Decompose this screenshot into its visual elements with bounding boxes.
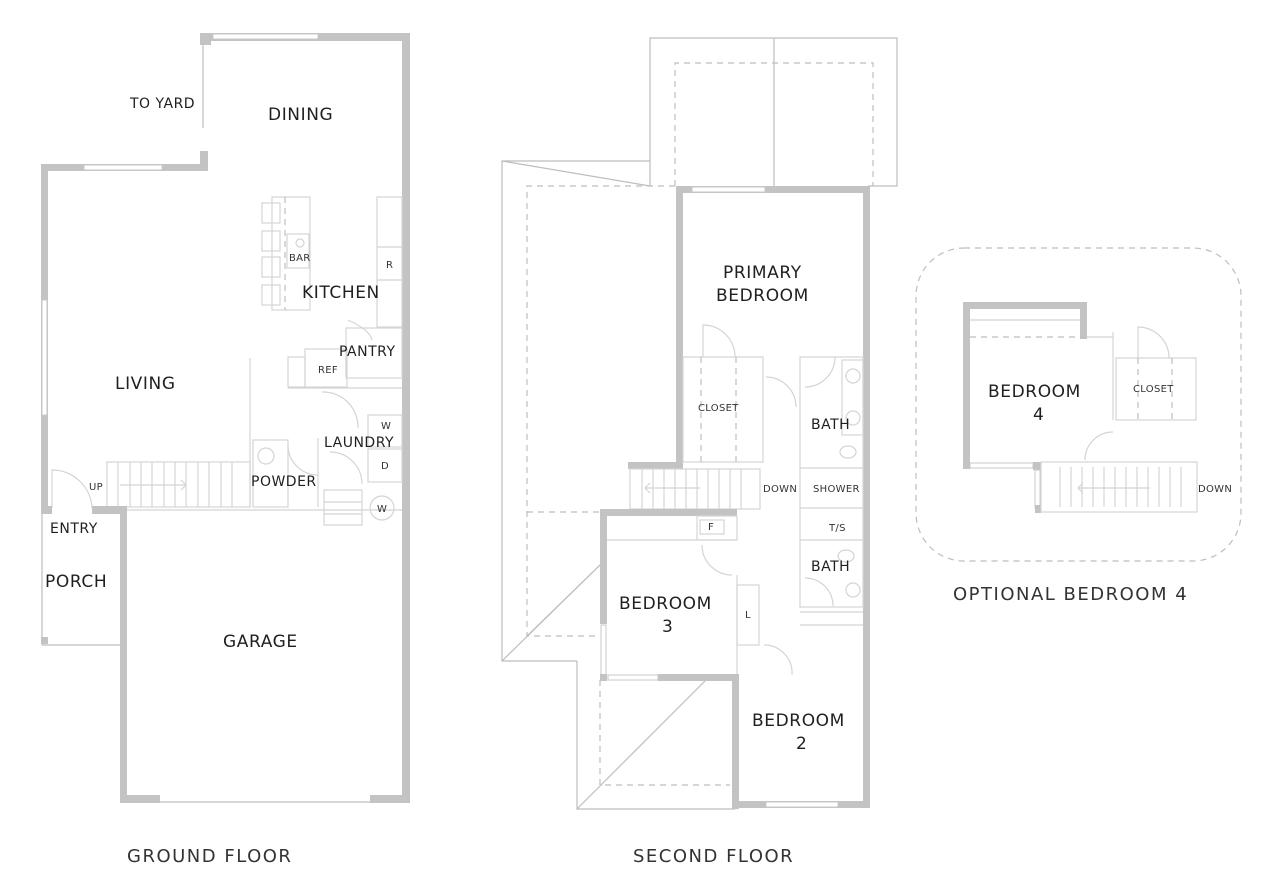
- label-porch: PORCH: [45, 572, 107, 592]
- window: [691, 186, 766, 193]
- label-bedroom4-1: BEDROOM: [988, 382, 1081, 402]
- bar-sink: [286, 233, 310, 269]
- bath-column: [799, 356, 864, 608]
- label-primary-bedroom-2: BEDROOM: [716, 286, 809, 306]
- label-laundry: LAUNDRY: [324, 435, 394, 451]
- wall: [732, 674, 739, 809]
- wall: [200, 33, 211, 45]
- label-closet: CLOSET: [698, 403, 739, 414]
- arrow-left-icon: [644, 482, 651, 494]
- stairs-landing: [323, 489, 363, 526]
- label-down: DOWN: [763, 484, 797, 495]
- caption-second-floor: SECOND FLOOR: [633, 846, 794, 867]
- closet: [1115, 357, 1197, 421]
- wall: [963, 302, 970, 469]
- window: [969, 462, 1034, 469]
- wall: [676, 186, 683, 468]
- caption-ground-floor: GROUND FLOOR: [127, 846, 292, 867]
- label-kitchen: KITCHEN: [302, 283, 380, 303]
- label-dryer: D: [381, 461, 389, 472]
- pantry: [345, 327, 403, 379]
- closet: [682, 356, 764, 463]
- label-water-heater: W: [377, 504, 387, 515]
- pantry-door-swing: [347, 319, 373, 341]
- label-bath-primary: BATH: [811, 417, 850, 433]
- toilet: [837, 549, 855, 563]
- label-washer: W: [381, 421, 391, 432]
- window: [765, 801, 839, 808]
- label-down: DOWN: [1198, 484, 1232, 495]
- ground-floor-plan: TO YARD DINING BAR KITCHEN R PANTRY REF …: [41, 33, 410, 867]
- optional-bedroom-plan: BEDROOM 4 CLOSET DOWN OPTIONAL BEDROOM 4: [915, 247, 1242, 605]
- sink: [845, 582, 861, 598]
- window: [41, 299, 48, 416]
- second-floor-plan: PRIMARY BEDROOM CLOSET BATH DOWN SHOWER …: [501, 37, 898, 867]
- label-up: UP: [89, 482, 103, 493]
- entry-door-swing: [51, 469, 93, 509]
- stairs: [106, 461, 251, 508]
- wall: [120, 506, 127, 803]
- label-bedroom3-2: 3: [662, 617, 673, 637]
- wall: [600, 509, 607, 624]
- window: [600, 624, 607, 676]
- label-ref: REF: [318, 365, 338, 376]
- dryer: [367, 448, 403, 483]
- label-bedroom3-1: BEDROOM: [619, 594, 712, 614]
- washer: [367, 414, 403, 448]
- wall: [200, 151, 208, 166]
- toilet: [839, 445, 857, 459]
- kitchen-island: [271, 196, 311, 311]
- label-bar: BAR: [289, 253, 311, 264]
- label-powder: POWDER: [251, 474, 317, 490]
- label-closet: CLOSET: [1133, 384, 1174, 395]
- laundry-door-swing: [321, 391, 359, 429]
- label-garage: GARAGE: [223, 632, 298, 652]
- stairs: [1040, 461, 1198, 513]
- window: [1034, 469, 1041, 509]
- label-bedroom2-2: 2: [796, 734, 807, 754]
- wall: [863, 186, 870, 808]
- kitchen-counter: [376, 196, 403, 328]
- water-heater: [369, 495, 395, 521]
- label-to-yard: TO YARD: [129, 96, 195, 112]
- window: [607, 674, 659, 681]
- label-entry: ENTRY: [50, 521, 98, 537]
- label-bedroom4-2: 4: [1033, 405, 1044, 425]
- linen-f: [699, 519, 725, 535]
- caption-optional-bedroom: OPTIONAL BEDROOM 4: [953, 584, 1188, 605]
- roof-outline: [649, 37, 898, 187]
- arrow-left-icon: [1077, 482, 1084, 494]
- label-bedroom2-1: BEDROOM: [752, 711, 845, 731]
- sink: [845, 368, 861, 384]
- label-l: L: [745, 610, 751, 621]
- label-f: F: [708, 522, 714, 533]
- wall: [402, 33, 410, 803]
- label-ts: T/S: [828, 523, 846, 534]
- window: [212, 33, 319, 40]
- label-shower: SHOWER: [813, 484, 860, 495]
- label-dining: DINING: [268, 105, 333, 125]
- sink: [845, 410, 861, 426]
- window: [83, 164, 163, 171]
- sink: [257, 447, 275, 465]
- arrow-right-icon: [180, 479, 187, 491]
- powder-room: [252, 439, 289, 508]
- optional-outline: [915, 247, 1242, 562]
- label-primary-bedroom-1: PRIMARY: [723, 263, 802, 283]
- label-living: LIVING: [115, 374, 176, 394]
- label-pantry: PANTRY: [339, 344, 396, 360]
- label-r: R: [386, 260, 393, 271]
- label-bath-hall: BATH: [811, 559, 850, 575]
